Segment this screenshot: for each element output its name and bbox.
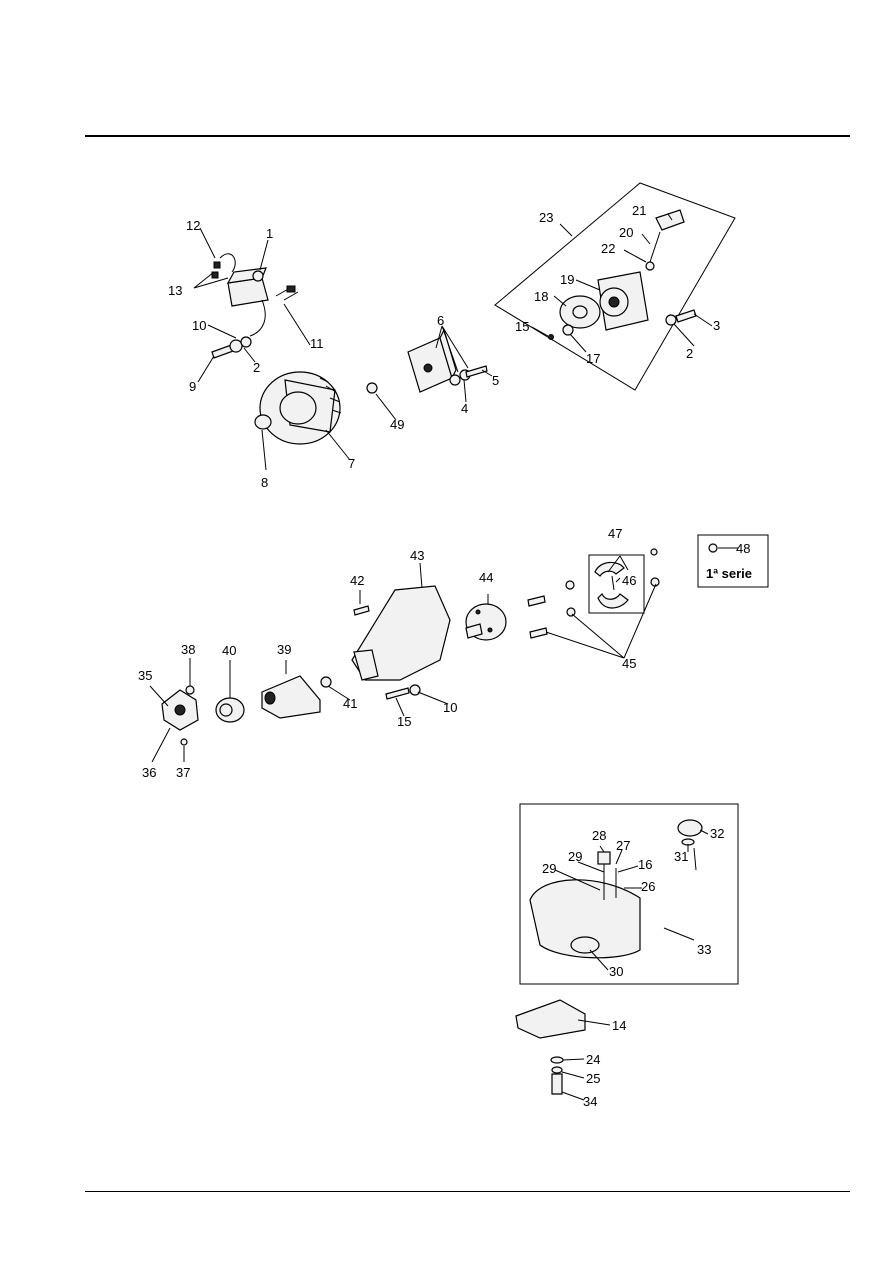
starter-small-parts xyxy=(548,309,697,340)
callout-32: 32 xyxy=(710,826,724,841)
first-series-inset xyxy=(697,534,769,588)
callout-27: 27 xyxy=(616,838,630,853)
starter-group-frame xyxy=(494,182,736,391)
circlip-41 xyxy=(320,676,332,688)
callout-38: 38 xyxy=(181,642,195,657)
callout-42: 42 xyxy=(350,573,364,588)
callout-5: 5 xyxy=(492,373,499,388)
callout-20: 20 xyxy=(619,225,633,240)
callout-21: 21 xyxy=(632,203,646,218)
callout-41: 41 xyxy=(343,696,357,711)
callout-33: 33 xyxy=(697,942,711,957)
leader-lines xyxy=(149,213,738,1101)
callout-29: 29 xyxy=(568,849,582,864)
fuel-cap xyxy=(677,819,703,871)
callout-18: 18 xyxy=(534,289,548,304)
gear-head xyxy=(161,685,199,746)
callout-13: 13 xyxy=(168,283,182,298)
callout-22: 22 xyxy=(601,241,615,256)
flywheel xyxy=(259,371,342,445)
flywheel-nut xyxy=(254,414,272,430)
callout-17: 17 xyxy=(586,351,600,366)
callout-46: 46 xyxy=(622,573,636,588)
callout-10: 10 xyxy=(443,700,457,715)
callout-3: 3 xyxy=(713,318,720,333)
callout-15: 15 xyxy=(397,714,411,729)
callout-2: 2 xyxy=(253,360,260,375)
callout-45: 45 xyxy=(622,656,636,671)
clutch-bell xyxy=(465,603,507,641)
module-plate xyxy=(407,328,457,393)
callout-14: 14 xyxy=(612,1018,626,1033)
callout-43: 43 xyxy=(410,548,424,563)
callout-15: 15 xyxy=(515,319,529,334)
callout-30: 30 xyxy=(609,964,623,979)
washer-49 xyxy=(366,382,378,394)
header-rule xyxy=(85,135,850,137)
callout-7: 7 xyxy=(348,456,355,471)
callout-23: 23 xyxy=(539,210,553,225)
callout-34: 34 xyxy=(583,1094,597,1109)
clutch-cover xyxy=(351,585,451,700)
starter-pulley xyxy=(559,295,601,329)
callout-35: 35 xyxy=(138,668,152,683)
tank-bolt xyxy=(550,1056,564,1095)
callout-47: 47 xyxy=(608,526,622,541)
callout-24: 24 xyxy=(586,1052,600,1067)
starter-housing xyxy=(597,271,649,331)
module-screws xyxy=(449,365,488,386)
clutch-bolts xyxy=(527,548,660,639)
clutch-drum-holder xyxy=(261,675,321,719)
footer-rule xyxy=(85,1191,850,1192)
callout-16: 16 xyxy=(638,857,652,872)
callout-6: 6 xyxy=(437,313,444,328)
callout-36: 36 xyxy=(142,765,156,780)
callout-44: 44 xyxy=(479,570,493,585)
callout-26: 26 xyxy=(641,879,655,894)
coil-screw xyxy=(211,336,252,359)
tank-group-frame xyxy=(519,803,739,985)
fuel-tank xyxy=(529,851,641,959)
callout-39: 39 xyxy=(277,642,291,657)
callout-2: 2 xyxy=(686,346,693,361)
callout-8: 8 xyxy=(261,475,268,490)
callout-49: 49 xyxy=(390,417,404,432)
callout-11: 11 xyxy=(310,336,324,351)
callout-labels: 1 2 2 3 4 5 6 7 8 9 10 10 11 12 13 14 15… xyxy=(138,203,752,1109)
callout-31: 31 xyxy=(674,849,688,864)
callout-10: 10 xyxy=(192,318,206,333)
callout-4: 4 xyxy=(461,401,468,416)
callout-9: 9 xyxy=(189,379,196,394)
callout-12: 12 xyxy=(186,218,200,233)
tank-bracket xyxy=(515,999,586,1039)
starter-handle xyxy=(645,209,685,271)
callout-37: 37 xyxy=(176,765,190,780)
callout-40: 40 xyxy=(222,643,236,658)
callout-28: 28 xyxy=(592,828,606,843)
bearing-sleeve xyxy=(215,697,245,723)
callout-29: 29 xyxy=(542,861,556,876)
callout-48: 48 xyxy=(736,541,750,556)
ignition-coil xyxy=(211,253,299,337)
callout-1: 1 xyxy=(266,226,273,241)
inset-note: 1ª serie xyxy=(706,566,752,581)
callout-19: 19 xyxy=(560,272,574,287)
callout-25: 25 xyxy=(586,1071,600,1086)
